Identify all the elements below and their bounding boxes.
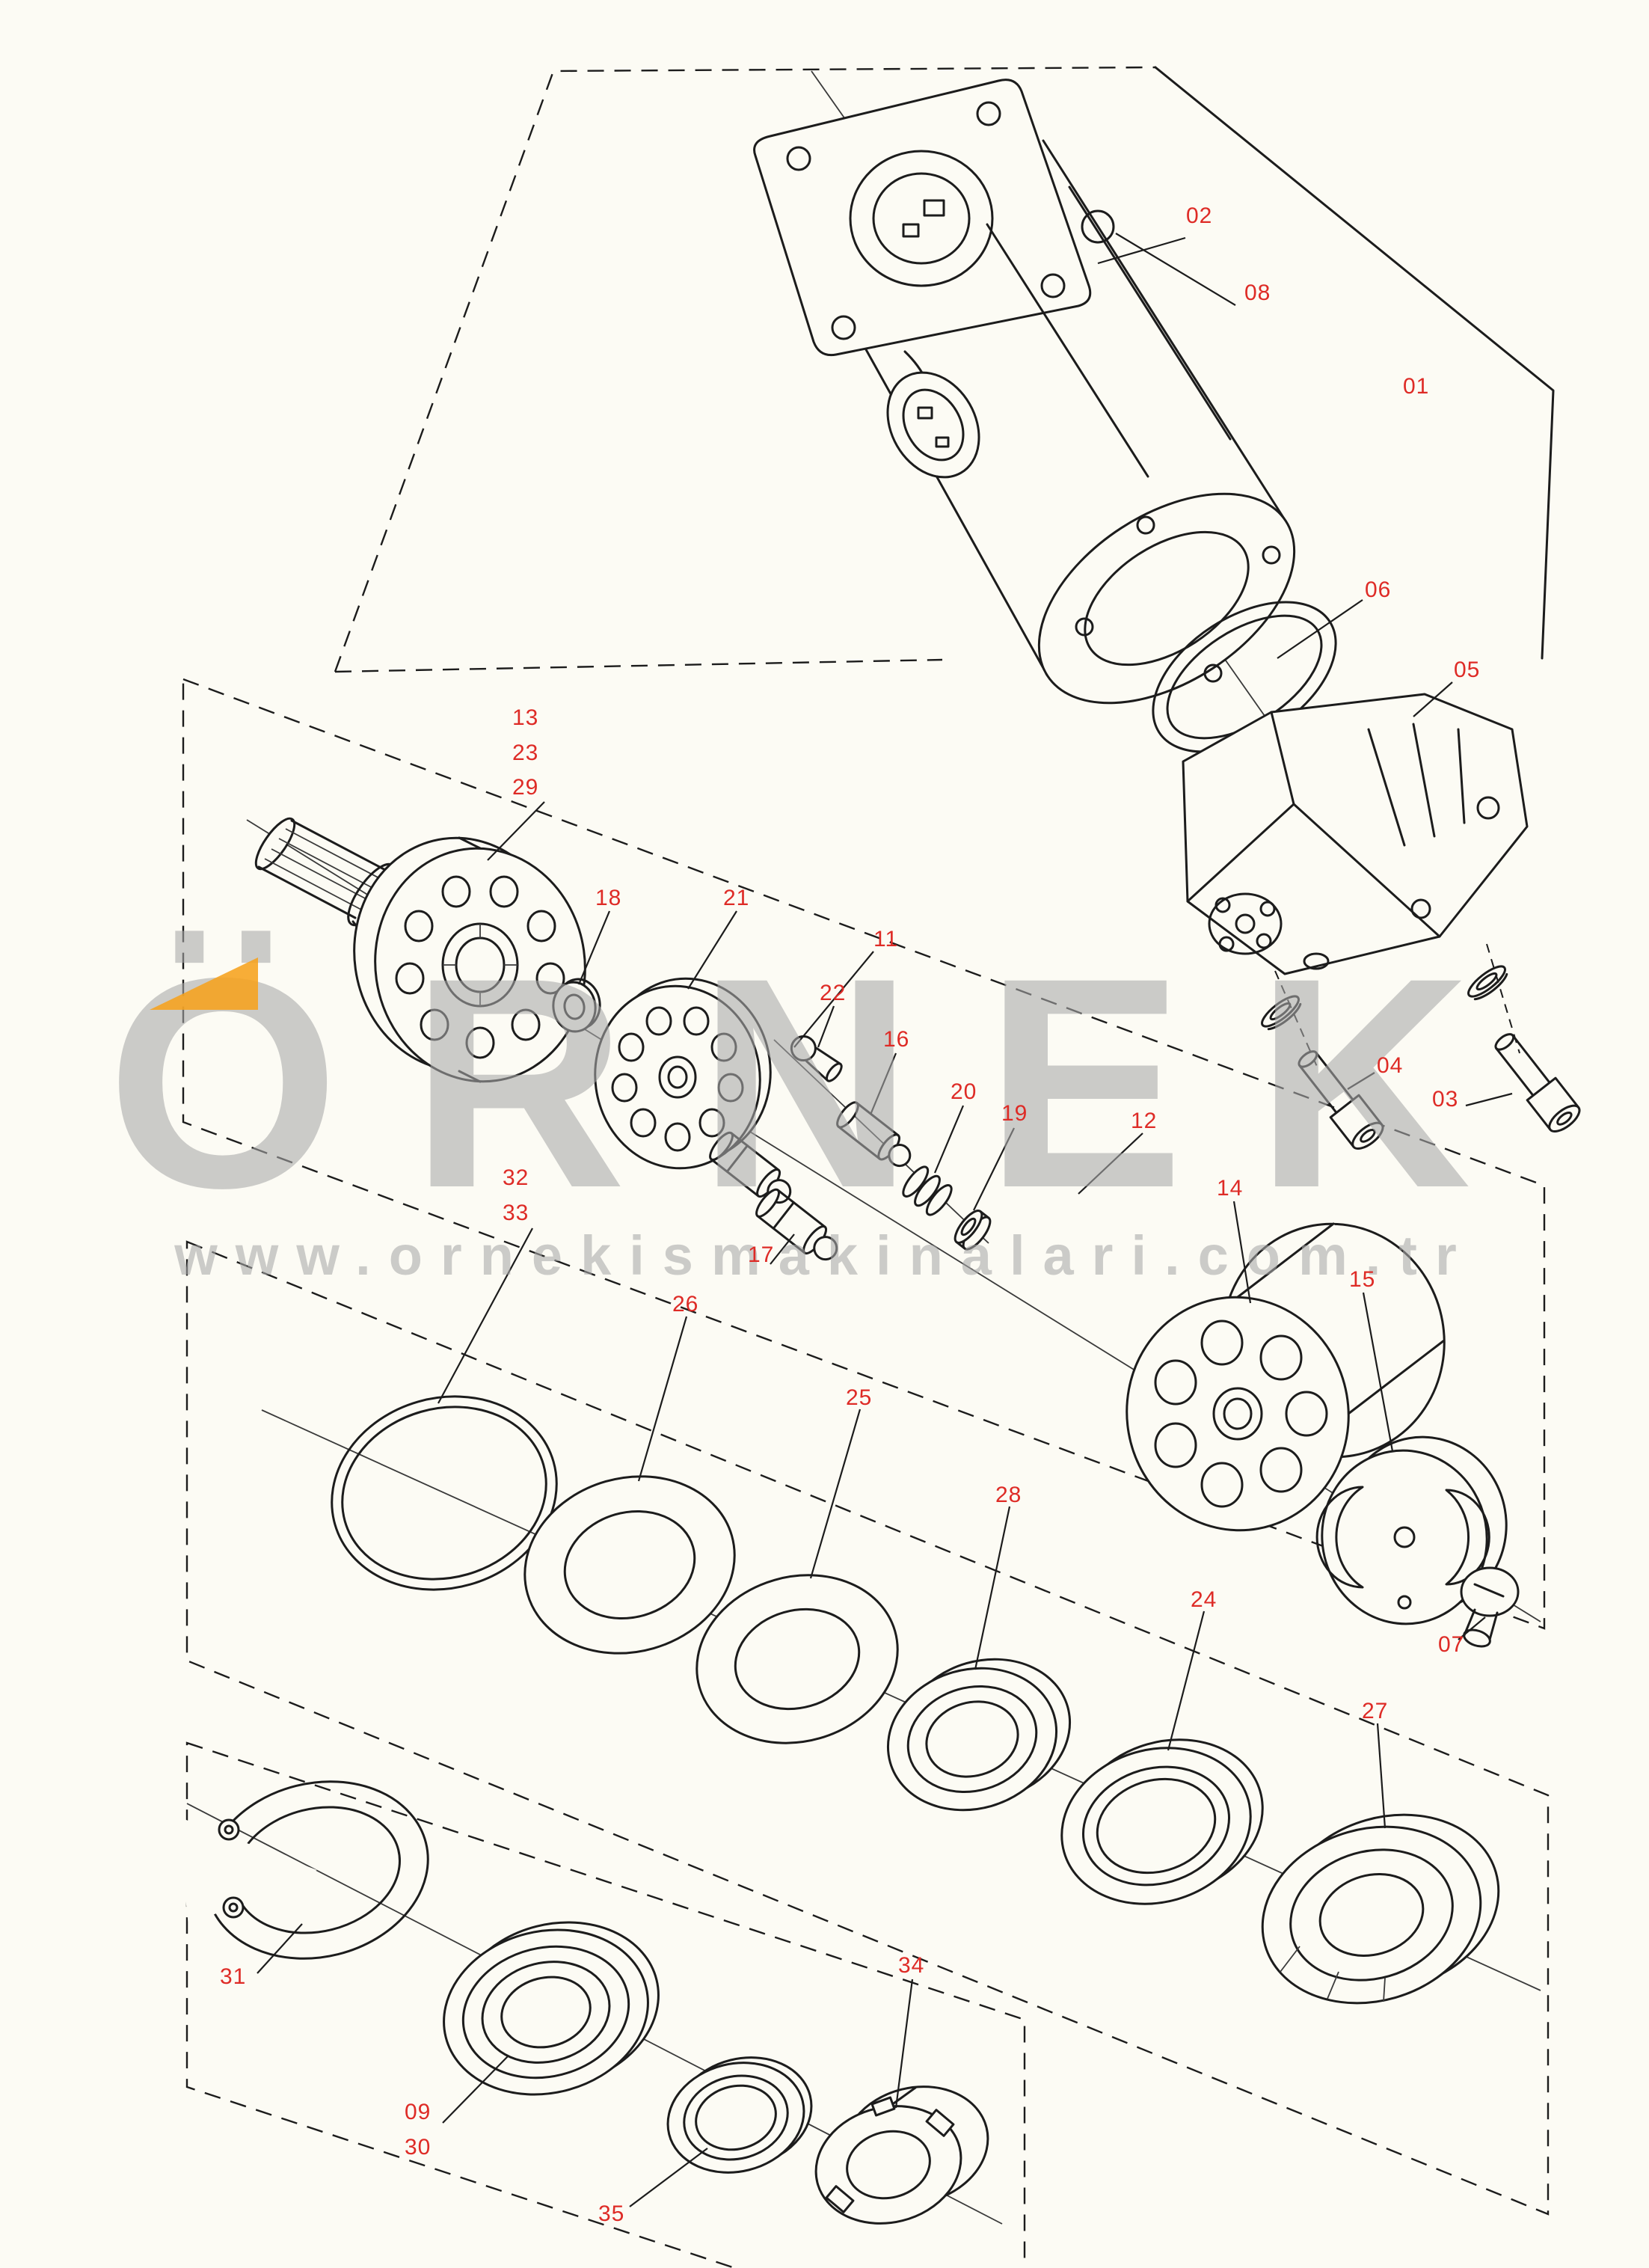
part-label-08: 08 bbox=[1244, 281, 1271, 305]
part-label-27: 27 bbox=[1362, 1699, 1389, 1723]
part-label-05: 05 bbox=[1454, 658, 1481, 682]
nut-19 bbox=[954, 1210, 992, 1251]
part-label-34: 34 bbox=[898, 1953, 925, 1978]
leader-lines bbox=[257, 233, 1513, 2207]
motor-housing bbox=[753, 79, 1296, 705]
part-label-11: 11 bbox=[873, 927, 899, 951]
part-label-24: 24 bbox=[1191, 1587, 1217, 1612]
assembly-bracket-01 bbox=[1154, 66, 1555, 660]
part-label-35: 35 bbox=[598, 2201, 625, 2226]
part-label-29: 29 bbox=[512, 775, 539, 800]
part-label-01: 01 bbox=[1403, 374, 1430, 399]
part-label-33: 33 bbox=[503, 1201, 529, 1225]
part-label-19: 19 bbox=[1001, 1101, 1028, 1126]
ring-25 bbox=[695, 1574, 899, 1744]
part-label-02: 02 bbox=[1186, 203, 1213, 228]
part-label-09: 09 bbox=[405, 2100, 432, 2124]
part-label-03: 03 bbox=[1432, 1087, 1459, 1112]
part-label-17: 17 bbox=[748, 1242, 775, 1267]
ring-24 bbox=[1060, 1738, 1264, 1905]
ring-26 bbox=[523, 1475, 736, 1655]
part-label-30: 30 bbox=[405, 2135, 432, 2160]
washer-stack-20 bbox=[902, 1165, 953, 1216]
part-label-20: 20 bbox=[951, 1079, 977, 1104]
logo-triangle-icon bbox=[150, 957, 258, 1010]
ring-35 bbox=[666, 2056, 813, 2174]
washer-18 bbox=[552, 978, 601, 1033]
drive-shaft-assembly bbox=[254, 817, 586, 1083]
pin-07 bbox=[1460, 1566, 1520, 1648]
bearing-28 bbox=[886, 1658, 1072, 1812]
part-label-23: 23 bbox=[512, 741, 539, 765]
part-label-28: 28 bbox=[995, 1483, 1022, 1507]
piston-17b bbox=[755, 1188, 838, 1261]
flange-bore bbox=[849, 150, 994, 287]
part-label-26: 26 bbox=[672, 1292, 699, 1317]
valve-block bbox=[1182, 693, 1529, 975]
part-label-04: 04 bbox=[1377, 1053, 1404, 1078]
part-label-14: 14 bbox=[1217, 1176, 1244, 1201]
retainer-plate bbox=[594, 977, 772, 1170]
part-label-13: 13 bbox=[512, 705, 539, 730]
part-label-07: 07 bbox=[1438, 1632, 1465, 1657]
side-port bbox=[886, 371, 980, 479]
bolt-washers bbox=[1261, 965, 1508, 1031]
part-label-31: 31 bbox=[220, 1964, 247, 1989]
watermark-brand: ÖRNEK bbox=[106, 916, 1543, 1250]
part-label-15: 15 bbox=[1349, 1267, 1376, 1292]
part-label-06: 06 bbox=[1365, 577, 1392, 602]
part-label-12: 12 bbox=[1131, 1109, 1158, 1133]
bearing-27 bbox=[1261, 1813, 1500, 2005]
snap-ring bbox=[176, 1780, 429, 1960]
port-08 bbox=[1081, 209, 1115, 244]
watermark-url: www.ornekismakinalari.com.tr bbox=[174, 1225, 1475, 1287]
piston-16 bbox=[836, 1101, 912, 1168]
part-label-22: 22 bbox=[820, 981, 847, 1005]
socket-bolt-04 bbox=[1298, 1050, 1384, 1150]
o-ring bbox=[331, 1395, 558, 1591]
drive-flange-disc bbox=[374, 847, 586, 1083]
socket-bolt-03 bbox=[1494, 1033, 1581, 1133]
piston-axis-line bbox=[773, 1039, 989, 1244]
lock-nut bbox=[814, 2085, 989, 2225]
part-label-18: 18 bbox=[595, 886, 622, 910]
cylinder-block bbox=[1126, 1222, 1446, 1532]
shaft-seal bbox=[443, 1921, 660, 2096]
part-label-32: 32 bbox=[503, 1165, 529, 1190]
part-label-21: 21 bbox=[723, 886, 750, 910]
part-label-16: 16 bbox=[883, 1027, 910, 1052]
part-label-25: 25 bbox=[846, 1385, 873, 1410]
